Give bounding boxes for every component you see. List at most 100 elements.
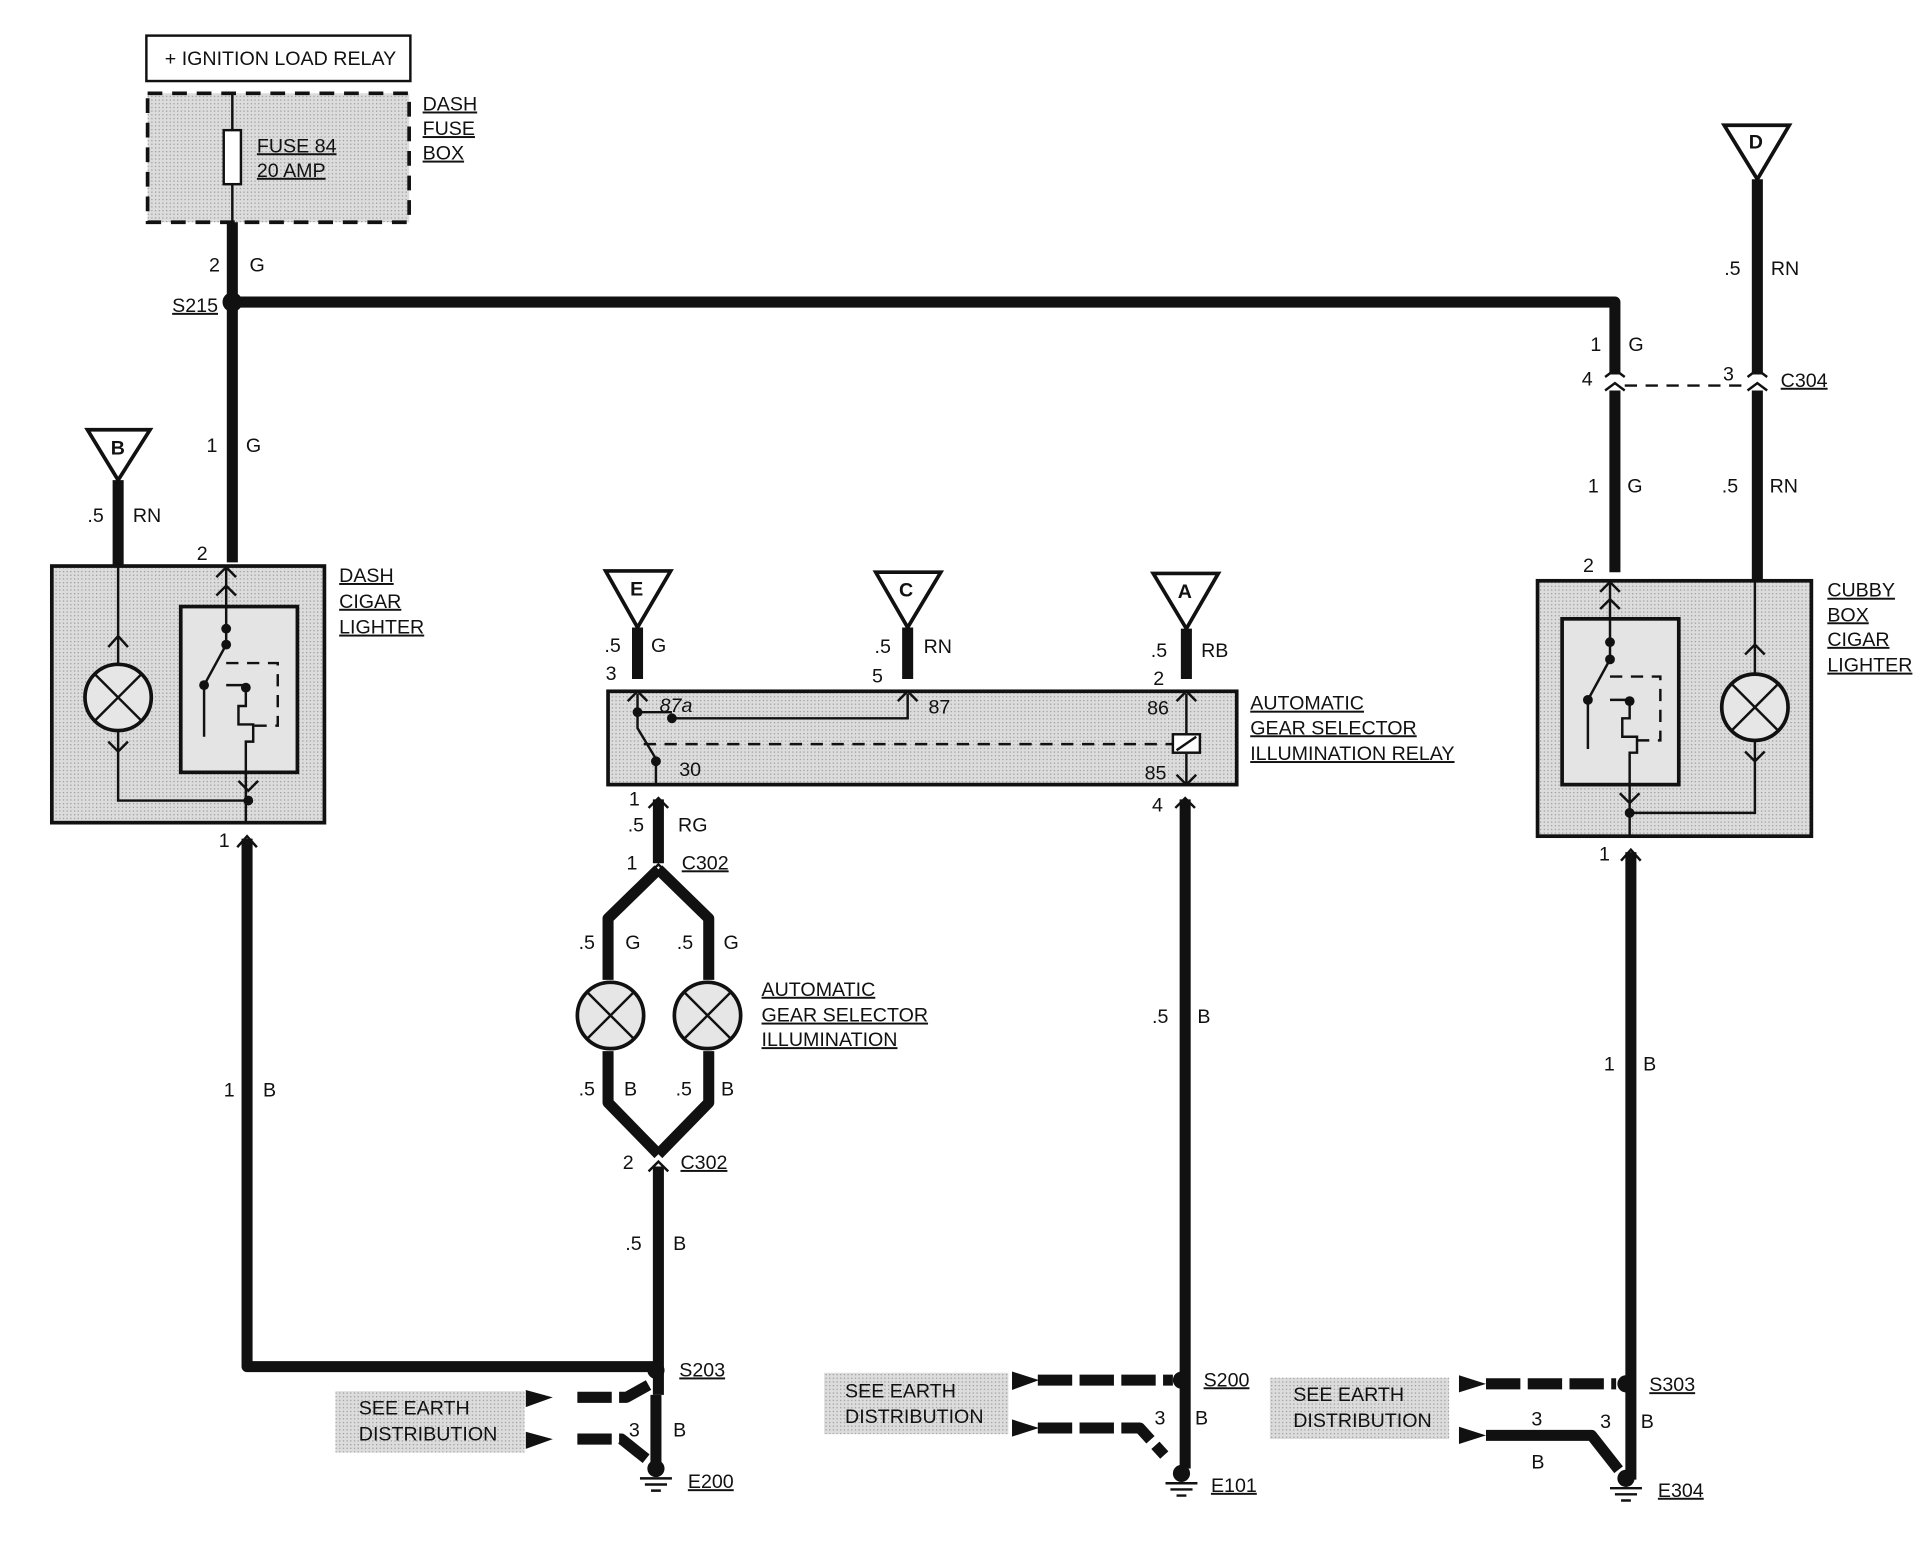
wire-label: 3 [1600,1411,1611,1433]
ground-e304-label: E304 [1658,1480,1704,1502]
splice-s303 [1617,1375,1635,1393]
wire-label: .5 [1724,258,1740,280]
gear-selector-lamp-left [575,980,646,1051]
ground-e200-label: E200 [688,1471,734,1493]
earth-label-1: SEE EARTH [359,1398,470,1420]
pin-label: 2 [1583,555,1594,577]
wire-label: RN [1770,475,1798,497]
connector-c302-top: C302 [682,852,729,874]
wire-label: .5 [676,1078,692,1100]
relay-terminal: 30 [679,759,701,781]
relay-terminal: 85 [1145,763,1167,785]
wire-label: .5 [579,1078,595,1100]
gear-selector-lamp-right [672,980,743,1051]
wire-earth-1 [577,1380,652,1403]
dash-lighter-label-3: LIGHTER [339,617,424,639]
wire-label: 1 [224,1079,235,1101]
gear-selector-illumination-relay: 87a 87 86 30 85 AUTOMATIC GEAR SELECTOR … [606,689,1455,787]
wire-label: G [723,932,738,954]
wire-label: 3 [1154,1407,1165,1429]
cubby-lighter-label-2: BOX [1827,604,1868,626]
wire-earth-6 [1485,1429,1623,1474]
wire-label: .5 [579,932,595,954]
wire-label: .5 [625,1233,641,1255]
wire-label: 3 [1531,1409,1542,1431]
splice-s200 [1172,1371,1191,1389]
splice-s215-label: S215 [172,295,218,317]
wire-earth-4 [1037,1422,1169,1459]
illumination-label-1: AUTOMATIC [762,979,876,1001]
wire-label: G [246,435,261,457]
splice-s200-label: S200 [1204,1369,1250,1391]
relay-label-3: ILLUMINATION RELAY [1250,743,1454,765]
fuse-rating: 20 AMP [257,160,326,182]
ground-icon [1165,1482,1198,1497]
fuse-icon [222,128,243,186]
wire-label: .5 [1151,640,1167,662]
cubby-lighter-label-1: CUBBY [1827,580,1895,602]
wire-label: G [625,932,640,954]
wire-label: 1 [1590,334,1601,356]
wire-label: B [721,1078,734,1100]
pin-label: 4 [1152,795,1163,817]
wire-lamp-return [602,1051,715,1159]
wire-label: 1 [207,435,218,457]
pin-label: 5 [872,666,883,688]
pin-label: 2 [197,543,208,565]
illumination-label-3: ILLUMINATION [762,1029,898,1051]
fuse-box-label-1: DASH [423,94,478,116]
earth-label-2: DISTRIBUTION [845,1406,983,1428]
splice-s215 [222,292,243,312]
reference-c: C [872,570,945,632]
wire-label: RB [1201,640,1228,662]
ground-e101-label: E101 [1211,1475,1257,1497]
reference-d-letter: D [1749,132,1763,154]
ground-icon [1610,1486,1642,1502]
pin-label: 3 [1723,364,1734,386]
wire-label: RN [924,636,952,658]
earth-label-1: SEE EARTH [1293,1384,1404,1406]
reference-b: B [84,427,154,484]
reference-a: A [1149,571,1222,633]
ground-e304: E304 [1610,1469,1704,1502]
pin-label: 3 [606,663,617,685]
earth-label-2: DISTRIBUTION [1293,1410,1431,1432]
cubby-lighter-label-3: CIGAR [1827,629,1889,651]
reference-e: E [602,569,674,632]
wire-label: G [1628,334,1643,356]
pin-label: 2 [623,1152,634,1174]
pin-label: 4 [1582,369,1593,391]
wire-label: B [673,1233,686,1255]
relay-label-1: AUTOMATIC [1250,693,1364,715]
wire-label: 3 [629,1420,640,1442]
wire-label: RG [678,814,707,836]
splice-s203-label: S203 [679,1359,725,1381]
earth-distribution-box-2: SEE EARTH DISTRIBUTION [824,1372,1009,1435]
wire-label: .5 [875,636,891,658]
wire-label: RN [133,505,161,527]
ground-e101: E101 [1165,1464,1257,1497]
wire-label: B [1641,1411,1654,1433]
wire-label: B [1531,1452,1544,1474]
relay-terminal: 87 [929,696,951,718]
wire-label: 1 [1604,1054,1615,1076]
wire-label: G [250,254,265,276]
wire-lamp-feed [602,945,715,980]
reference-a-letter: A [1178,581,1192,603]
fuse-box-label-3: BOX [423,143,464,165]
connector-c304: 4 3 C304 [1582,364,1828,392]
wire-label: B [624,1078,637,1100]
relay-label-2: GEAR SELECTOR [1250,717,1417,739]
pin-label: 1 [629,788,640,810]
wire-label: B [1197,1006,1210,1028]
connector-c302-bottom: C302 [680,1152,727,1174]
earth-distribution-box-1: SEE EARTH DISTRIBUTION [335,1391,525,1453]
dash-fuse-box: FUSE 84 20 AMP DASH FUSE BOX [145,91,478,225]
ignition-load-relay-box: + IGNITION LOAD RELAY [145,34,412,83]
reference-e-letter: E [630,579,643,601]
wire-label: .5 [677,932,693,954]
fuse-box-label-2: FUSE [423,118,475,140]
reference-d: D [1720,123,1793,183]
wire-label: B [1643,1054,1656,1076]
ignition-relay-label: + IGNITION LOAD RELAY [165,48,396,70]
